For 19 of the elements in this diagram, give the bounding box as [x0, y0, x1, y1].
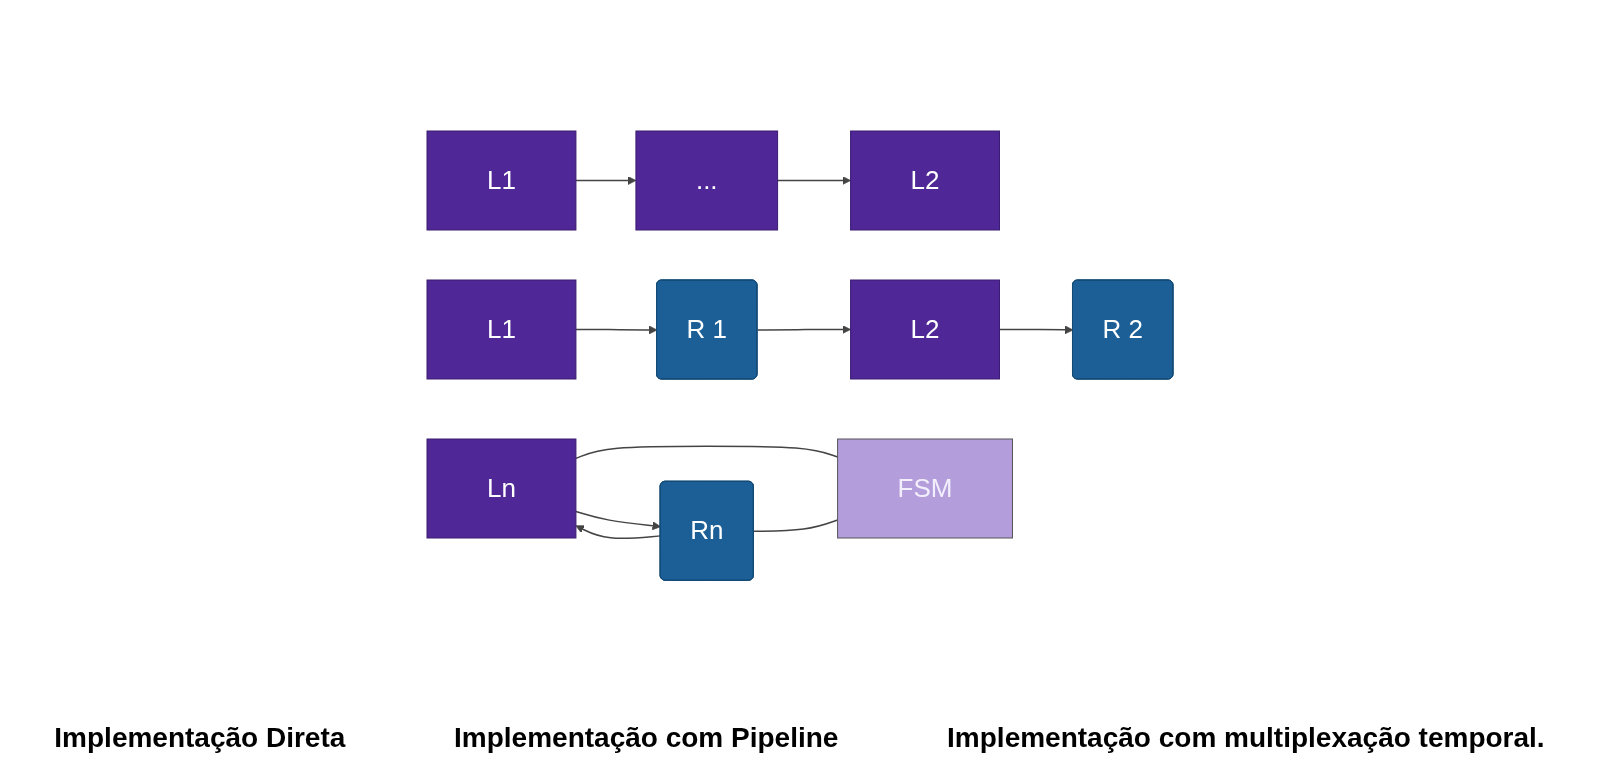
arrow [574, 176, 636, 186]
arrow [776, 176, 851, 186]
connector [752, 519, 838, 533]
node-box: FSM [836, 438, 1013, 539]
caption-text: Implementação com multiplexação temporal. [947, 722, 1545, 754]
node-box: L2 [849, 279, 1000, 380]
node-box: L2 [849, 130, 1000, 231]
node-box: Ln [426, 438, 576, 539]
node-box: ... [634, 130, 778, 231]
arrow [575, 525, 661, 540]
node-box: L1 [426, 130, 576, 231]
caption-text: Implementação Direta [54, 722, 346, 754]
arrow [998, 325, 1073, 335]
connector [574, 445, 838, 460]
node-box: L1 [426, 279, 576, 380]
arrow [574, 511, 661, 531]
caption-text: Implementação com Pipeline [454, 722, 839, 754]
arrow [756, 325, 851, 335]
arrow [574, 325, 657, 335]
